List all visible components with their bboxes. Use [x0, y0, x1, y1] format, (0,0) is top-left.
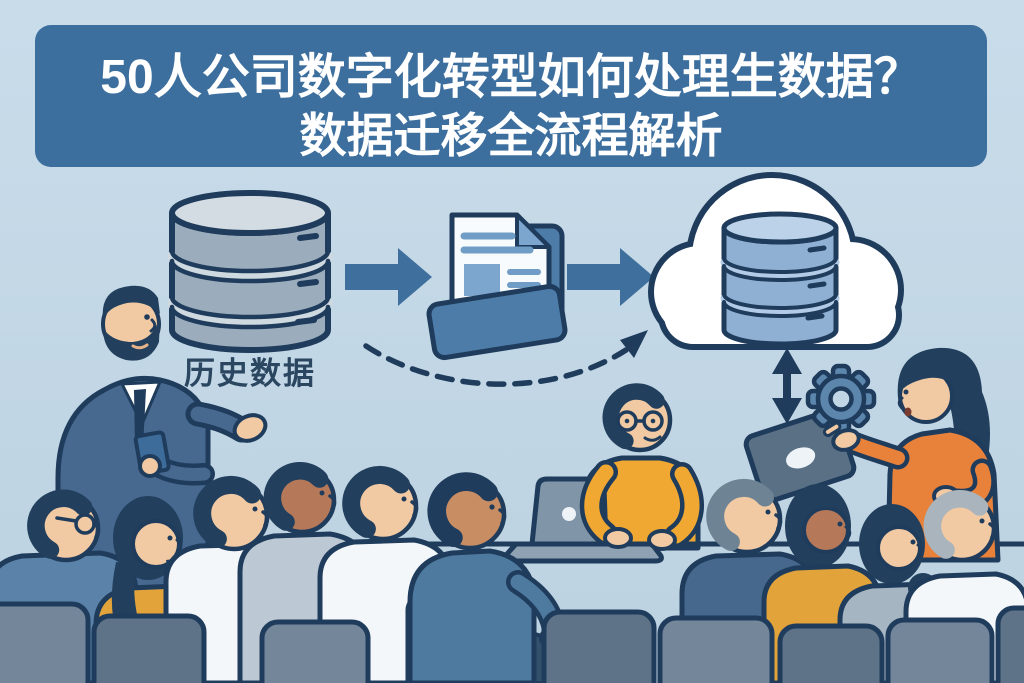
- chair: [657, 615, 775, 683]
- title-line-1: 50人公司数字化转型如何处理生数据？: [100, 51, 921, 104]
- scene-figures: [0, 285, 1024, 683]
- laptop-user-hands: [579, 460, 704, 551]
- chair: [541, 609, 657, 683]
- cloud-database-icon: [648, 172, 904, 350]
- chair-row: [0, 601, 1024, 683]
- chair: [259, 619, 371, 683]
- dashed-curve-arrow-icon: [363, 330, 648, 387]
- chair: [777, 623, 885, 683]
- database-icon: [167, 190, 333, 353]
- arrow-right-icon: [345, 248, 432, 306]
- chair: [995, 605, 1024, 683]
- database-label: 历史数据: [184, 356, 316, 391]
- pointing-woman-figure: [822, 347, 1001, 563]
- chair: [0, 601, 91, 683]
- flow-diagram: 历史数据: [167, 172, 904, 504]
- title-banner-bg: [35, 25, 987, 167]
- gear-icon: [805, 363, 877, 435]
- laptop-icon: [503, 476, 664, 564]
- audience-member: [405, 472, 569, 683]
- title-banner: 50人公司数字化转型如何处理生数据？ 数据迁移全流程解析: [35, 25, 987, 167]
- chair: [885, 617, 995, 683]
- chair: [91, 613, 207, 683]
- title-line-2: 数据迁移全流程解析: [300, 109, 723, 162]
- document-folder-icon: [426, 212, 568, 361]
- arrow-right-icon: [567, 248, 654, 306]
- vertical-sync-arrow-icon: [772, 348, 802, 424]
